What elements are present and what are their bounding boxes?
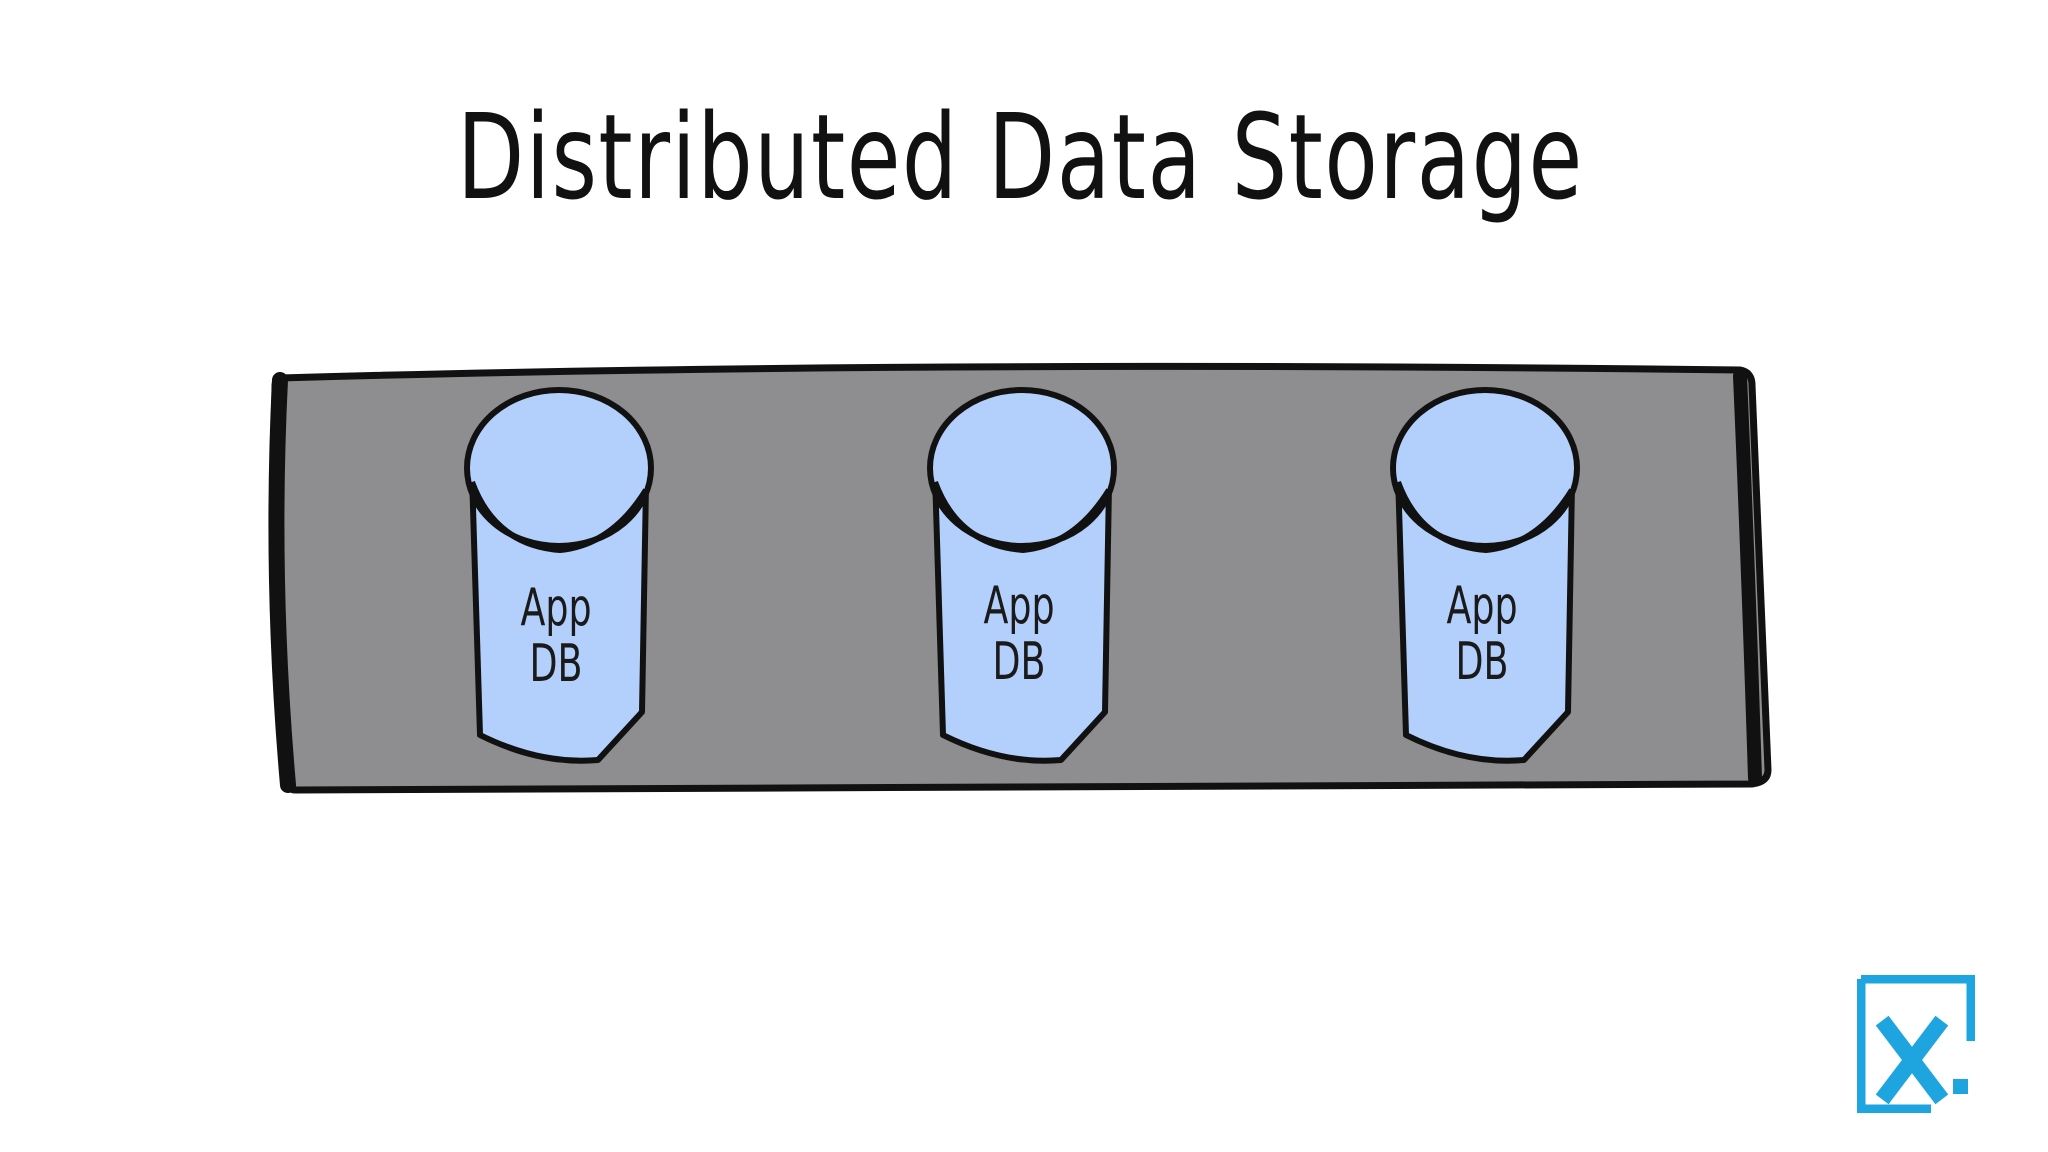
database-cylinder [927,387,1117,764]
database-label: App DB [983,576,1055,692]
database-label: App DB [1446,576,1518,692]
database-label: App DB [520,578,592,694]
database-cylinder [464,387,654,764]
database-cylinder [1390,387,1580,764]
x-logo-icon [1857,975,1975,1113]
page-title: Distributed Data Storage [456,88,1584,226]
panel-left-edge [268,372,296,793]
panel-right-edge [1733,369,1762,785]
